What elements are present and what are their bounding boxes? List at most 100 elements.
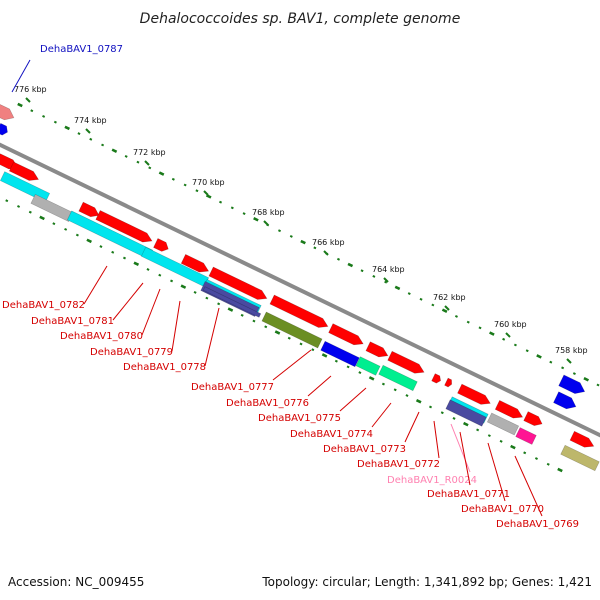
outer-tick [42,115,46,118]
outer-tick [242,212,246,215]
outer-tick [171,177,175,181]
outer-tick [502,337,506,341]
gene-feature-body [560,444,600,472]
gene-label-leader [371,402,392,428]
gene-label: DehaBAV1_0772 [357,459,440,470]
forward-gene-arrow [269,294,329,328]
kbp-label: 770 kbp [192,178,225,187]
outer-tick [17,102,23,108]
gene-feature-body [202,286,262,318]
forward-gene-arrow [387,350,425,374]
gene-label: DehaBAV1_R0024 [387,475,477,486]
inner-tick [440,411,444,415]
outer-tick [525,349,529,353]
gene-label-leader [171,300,181,352]
gene-label: DehaBAV1_0781 [31,316,114,327]
gene-label-leader [204,307,220,367]
forward-gene-arrow [494,400,524,419]
forward-gene-arrow-body [208,266,268,300]
inner-tick [227,307,234,312]
inner-tick [264,325,268,329]
outer-tick [549,360,553,364]
gene-label: DehaBAV1_0777 [191,382,274,393]
outer-tick [77,132,81,135]
inner-tick [86,238,92,244]
gene-label: DehaBAV1_0774 [290,429,373,440]
inner-tick [274,330,281,335]
gene-feature [202,286,262,318]
inner-tick [133,261,140,267]
gene-label-leader [514,455,543,517]
gene-label: DehaBAV1_0779 [90,347,173,358]
gene-feature-body [320,340,360,368]
outer-tick [583,377,590,382]
genome-backbone [0,142,600,438]
outer-tick [384,280,388,284]
forward-gene-arrow [328,323,364,346]
inner-tick [523,451,527,455]
gene-feature [486,412,520,436]
inner-tick [5,199,9,203]
outer-tick [596,383,600,387]
outer-tick [101,143,105,147]
gene-label: DehaBAV1_0771 [427,489,510,500]
inner-tick [557,467,563,473]
gene-labels-layer: DehaBAV1_0787DehaBAV1_0782DehaBAV1_0781D… [2,44,579,530]
forward-gene-arrow [95,210,153,243]
kbp-label: 764 kbp [372,265,405,274]
inner-tick [510,444,516,450]
gene-feature-body [515,427,537,445]
inner-tick [158,273,162,277]
gene-feature [355,356,381,376]
kbp-label: 762 kbp [433,293,466,302]
gene-label: DehaBAV1_0778 [123,362,206,373]
outer-tick [372,275,376,278]
outer-tick [30,109,34,113]
forward-gene-arrow-body [180,254,210,273]
blue-gene-arrow [553,391,577,410]
outer-tick [407,292,411,295]
gene-feature-body [261,311,323,349]
inner-tick [170,279,174,283]
inner-tick [311,348,315,352]
inner-tick [111,250,115,254]
gene-label: DehaBAV1_0770 [461,504,544,515]
outer-tick [89,137,93,141]
inner-tick [346,365,350,369]
gene-label: DehaBAV1_0780 [60,331,143,342]
gene-feature [261,311,323,349]
gene-label-leader [433,420,440,459]
outer-tick [64,125,71,131]
kbp-label: 772 kbp [133,148,166,157]
outer-tick [561,366,565,370]
kbp-label: 758 kbp [555,346,588,355]
inner-tick [415,398,422,404]
kbp-tick [383,277,389,283]
forward-gene-arrow [153,238,169,252]
outer-tick [478,326,482,330]
outer-tick [513,343,517,347]
inner-tick [64,227,68,231]
forward-gene-arrow [208,266,268,300]
inner-tick [52,222,56,226]
inner-tick [287,336,291,340]
gene-feature [378,364,418,392]
gene-label-leader [307,375,332,397]
gene-feature [30,193,74,223]
forward-gene-arrow [365,341,389,358]
outer-tick [230,206,234,210]
tick-marks-layer [5,102,600,473]
map-title: Dehalococcoides sp. BAV1, complete genom… [140,11,461,27]
inner-tick [358,371,362,375]
gene-label-leader [450,423,471,473]
forward-gene-arrow-body [457,383,491,405]
inner-tick [499,439,503,443]
outer-tick [253,217,259,222]
inner-tick [546,462,550,466]
gene-feature [560,444,600,472]
gene-feature [320,340,360,368]
gene-feature-body [378,364,418,392]
inner-tick [393,388,397,392]
forward-gene-arrow-body [365,341,389,358]
kbp-tick [505,332,511,338]
